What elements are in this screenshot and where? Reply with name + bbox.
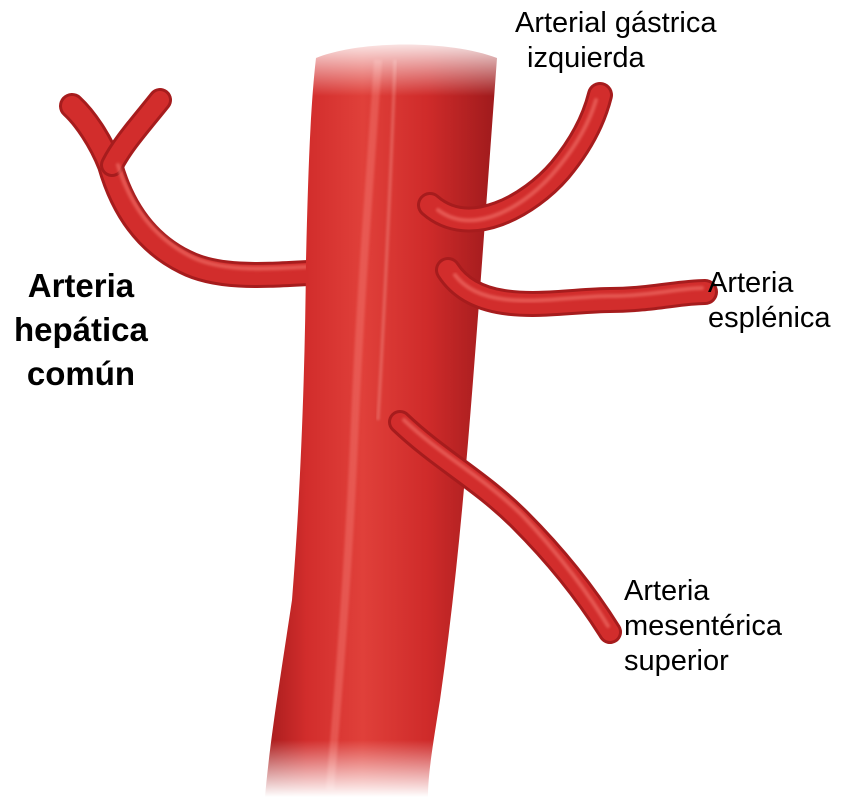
- label-line: izquierda: [515, 41, 716, 76]
- label-left-gastric-artery: Arterial gástrica izquierda: [515, 6, 716, 76]
- label-splenic-artery: Arteria esplénica: [708, 266, 831, 336]
- label-line: común: [14, 352, 148, 396]
- label-line: Arterial gástrica: [515, 6, 716, 41]
- label-line: esplénica: [708, 301, 831, 336]
- label-superior-mesenteric-artery: Arteria mesentérica superior: [624, 574, 782, 678]
- aorta: [255, 36, 510, 797]
- label-line: superior: [624, 644, 782, 679]
- label-line: hepática: [14, 308, 148, 352]
- label-line: Arteria: [14, 264, 148, 308]
- splenic-artery: [448, 270, 705, 304]
- label-line: Arteria: [708, 266, 831, 301]
- label-common-hepatic-artery: Arteria hepática común: [14, 264, 148, 397]
- label-line: mesentérica: [624, 609, 782, 644]
- label-line: Arteria: [624, 574, 782, 609]
